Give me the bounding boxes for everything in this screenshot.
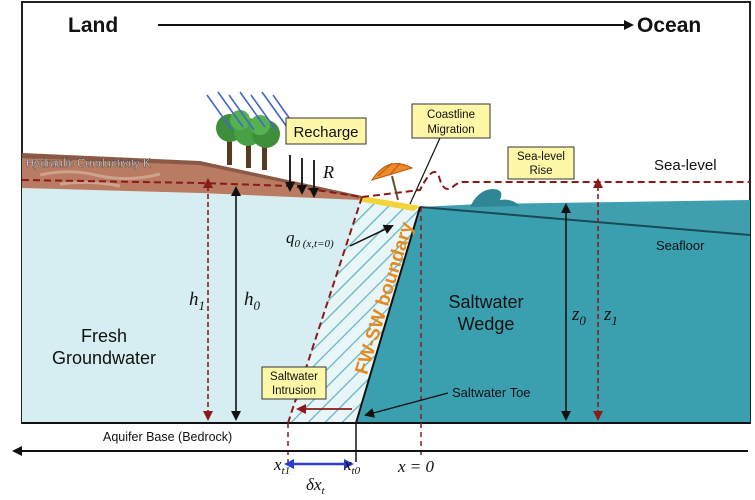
svg-text:Migration: Migration [427, 124, 474, 136]
ocean-water [420, 200, 750, 235]
hydraulic-conductivity-label: Hydraulic Conductivity K [26, 158, 151, 170]
svg-text:Recharge: Recharge [293, 124, 358, 141]
fresh-groundwater-label-2: Groundwater [52, 348, 156, 368]
svg-text:Saltwater: Saltwater [270, 371, 318, 383]
dashed-future-sea-level [361, 171, 750, 198]
z0-label: z0 [571, 304, 586, 328]
x0-label: x = 0 [397, 457, 435, 476]
svg-text:Sea-level: Sea-level [517, 151, 565, 163]
saltwater-wedge-region [356, 207, 750, 423]
recharge-box: Recharge [285, 117, 367, 145]
land-label: Land [68, 14, 118, 37]
fresh-groundwater-region [22, 188, 360, 423]
svg-text:Rise: Rise [529, 165, 552, 177]
fresh-groundwater-label: Fresh [81, 326, 127, 346]
interface-line [355, 206, 421, 424]
xt1-label: xt1 [273, 455, 290, 477]
seafloor-label: Seafloor [656, 238, 705, 253]
q0-label: q0 (x,t=0) [286, 228, 334, 250]
seafloor-line [419, 206, 751, 236]
saltwater-wedge-label-2: Wedge [458, 314, 515, 334]
coastline-migration-box: Coastline Migration [411, 103, 491, 139]
q0-arrow [349, 224, 394, 247]
recharge-R-label: R [322, 162, 334, 182]
coastline-pointer [409, 137, 441, 205]
h1-label: h1 [189, 289, 205, 313]
delta-x-label: δxt [306, 475, 325, 497]
soil-top [22, 153, 364, 199]
dashed-future-water-table [21, 179, 363, 198]
sea-level-label: Sea-level [654, 157, 717, 174]
aquifer-base-label: Aquifer Base (Bedrock) [103, 430, 232, 444]
xt0-label: xt0 [343, 455, 361, 477]
beach-umbrella-icon [370, 162, 414, 201]
wave [470, 189, 520, 207]
saltwater-wedge-label: Saltwater [448, 292, 523, 312]
svg-text:Intrusion: Intrusion [272, 385, 316, 397]
saltwater-toe-pointer [364, 392, 449, 418]
soil-layer [22, 155, 420, 207]
recharge-arrows [285, 155, 319, 198]
sea-level-rise-box: Sea-level Rise [507, 146, 575, 180]
svg-text:Coastline: Coastline [427, 109, 475, 121]
h0-label: h0 [244, 289, 261, 313]
coastline-strip [358, 196, 420, 211]
soil-texture [39, 170, 161, 188]
saltwater-toe-label: Saltwater Toe [452, 385, 531, 400]
ocean-label: Ocean [637, 14, 701, 37]
z1-label: z1 [603, 304, 618, 328]
saltwater-intrusion-box: Saltwater Intrusion [261, 366, 327, 400]
